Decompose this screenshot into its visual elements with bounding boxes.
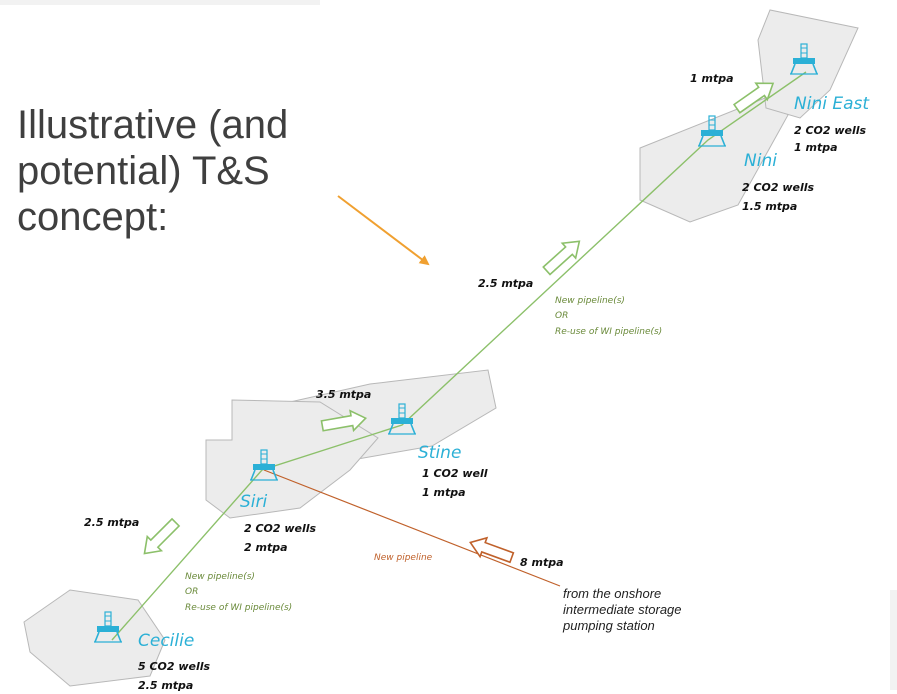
flow-arrow-inflow [469, 536, 515, 564]
platform-icon-cecilie [94, 611, 122, 643]
concept-heading: Illustrative (and potential) T&S concept… [17, 102, 357, 240]
flow-rate-to-nini: 2.5 mtpa [478, 277, 533, 290]
field-wells-siri: 2 CO2 wells [244, 522, 317, 535]
platform-icon-nini-east [790, 43, 818, 75]
flow-arrow-to-cecilie [143, 517, 181, 555]
flow-rate-to-stine: 3.5 mtpa [316, 388, 371, 401]
pipeline-note-lower-line3: Re-use of WI pipeline(s) [185, 603, 292, 613]
pipeline-onshore-orange [263, 469, 561, 587]
field-name-nini: Nini [744, 151, 777, 171]
heading-line-2: potential) T&S [17, 149, 270, 193]
onshore-source-note: from the onshore intermediate storage pu… [563, 586, 682, 634]
source-line-2: intermediate storage [563, 602, 682, 617]
field-rate-nini-east: 1 mtpa [794, 141, 838, 154]
field-rate-stine: 1 mtpa [422, 486, 466, 499]
source-line-1: from the onshore [563, 586, 662, 601]
pipeline-note-upper-line3: Re-use of WI pipeline(s) [555, 327, 662, 337]
platform-icon-nini [698, 115, 726, 147]
field-name-stine: Stine [418, 443, 461, 463]
pipeline-note-lower-line1: New pipeline(s) [185, 572, 255, 582]
flow-rate-to-nini-east: 1 mtpa [690, 72, 734, 85]
field-rate-nini: 1.5 mtpa [742, 200, 797, 213]
platform-icon-siri [250, 449, 278, 481]
source-line-3: pumping station [563, 618, 655, 633]
platform-icon-stine [388, 403, 416, 435]
flow-arrow-to-nini-east [732, 82, 775, 114]
flow-arrow-to-nini [542, 240, 581, 276]
flow-arrow-to-stine [320, 409, 368, 433]
pipeline-note-onshore: New pipeline [374, 553, 433, 563]
flow-rate-inflow: 8 mtpa [520, 556, 564, 569]
right-edge-decor-strip [890, 590, 897, 690]
field-area-cecilie [23, 589, 166, 687]
field-wells-nini-east: 2 CO2 wells [794, 124, 867, 137]
flow-rate-to-cecilie: 2.5 mtpa [84, 516, 139, 529]
pipeline-main-green [111, 71, 807, 641]
heading-line-3: concept: [17, 195, 169, 239]
field-name-siri: Siri [240, 492, 268, 512]
field-rate-siri: 2 mtpa [244, 541, 288, 554]
field-wells-stine: 1 CO2 well [422, 467, 488, 480]
field-name-cecilie: Cecilie [138, 631, 194, 651]
top-left-decor-strip [0, 0, 320, 5]
heading-line-1: Illustrative (and [17, 103, 289, 147]
field-name-nini-east: Nini East [794, 94, 870, 114]
field-rate-cecilie: 2.5 mtpa [138, 679, 193, 692]
pointer-arrow [337, 195, 430, 266]
field-wells-cecilie: 5 CO2 wells [138, 660, 211, 673]
pipeline-note-lower-line2: OR [185, 587, 198, 597]
field-wells-nini: 2 CO2 wells [742, 181, 815, 194]
pipeline-note-upper-line1: New pipeline(s) [555, 296, 625, 306]
pipeline-note-upper-line2: OR [555, 311, 568, 321]
